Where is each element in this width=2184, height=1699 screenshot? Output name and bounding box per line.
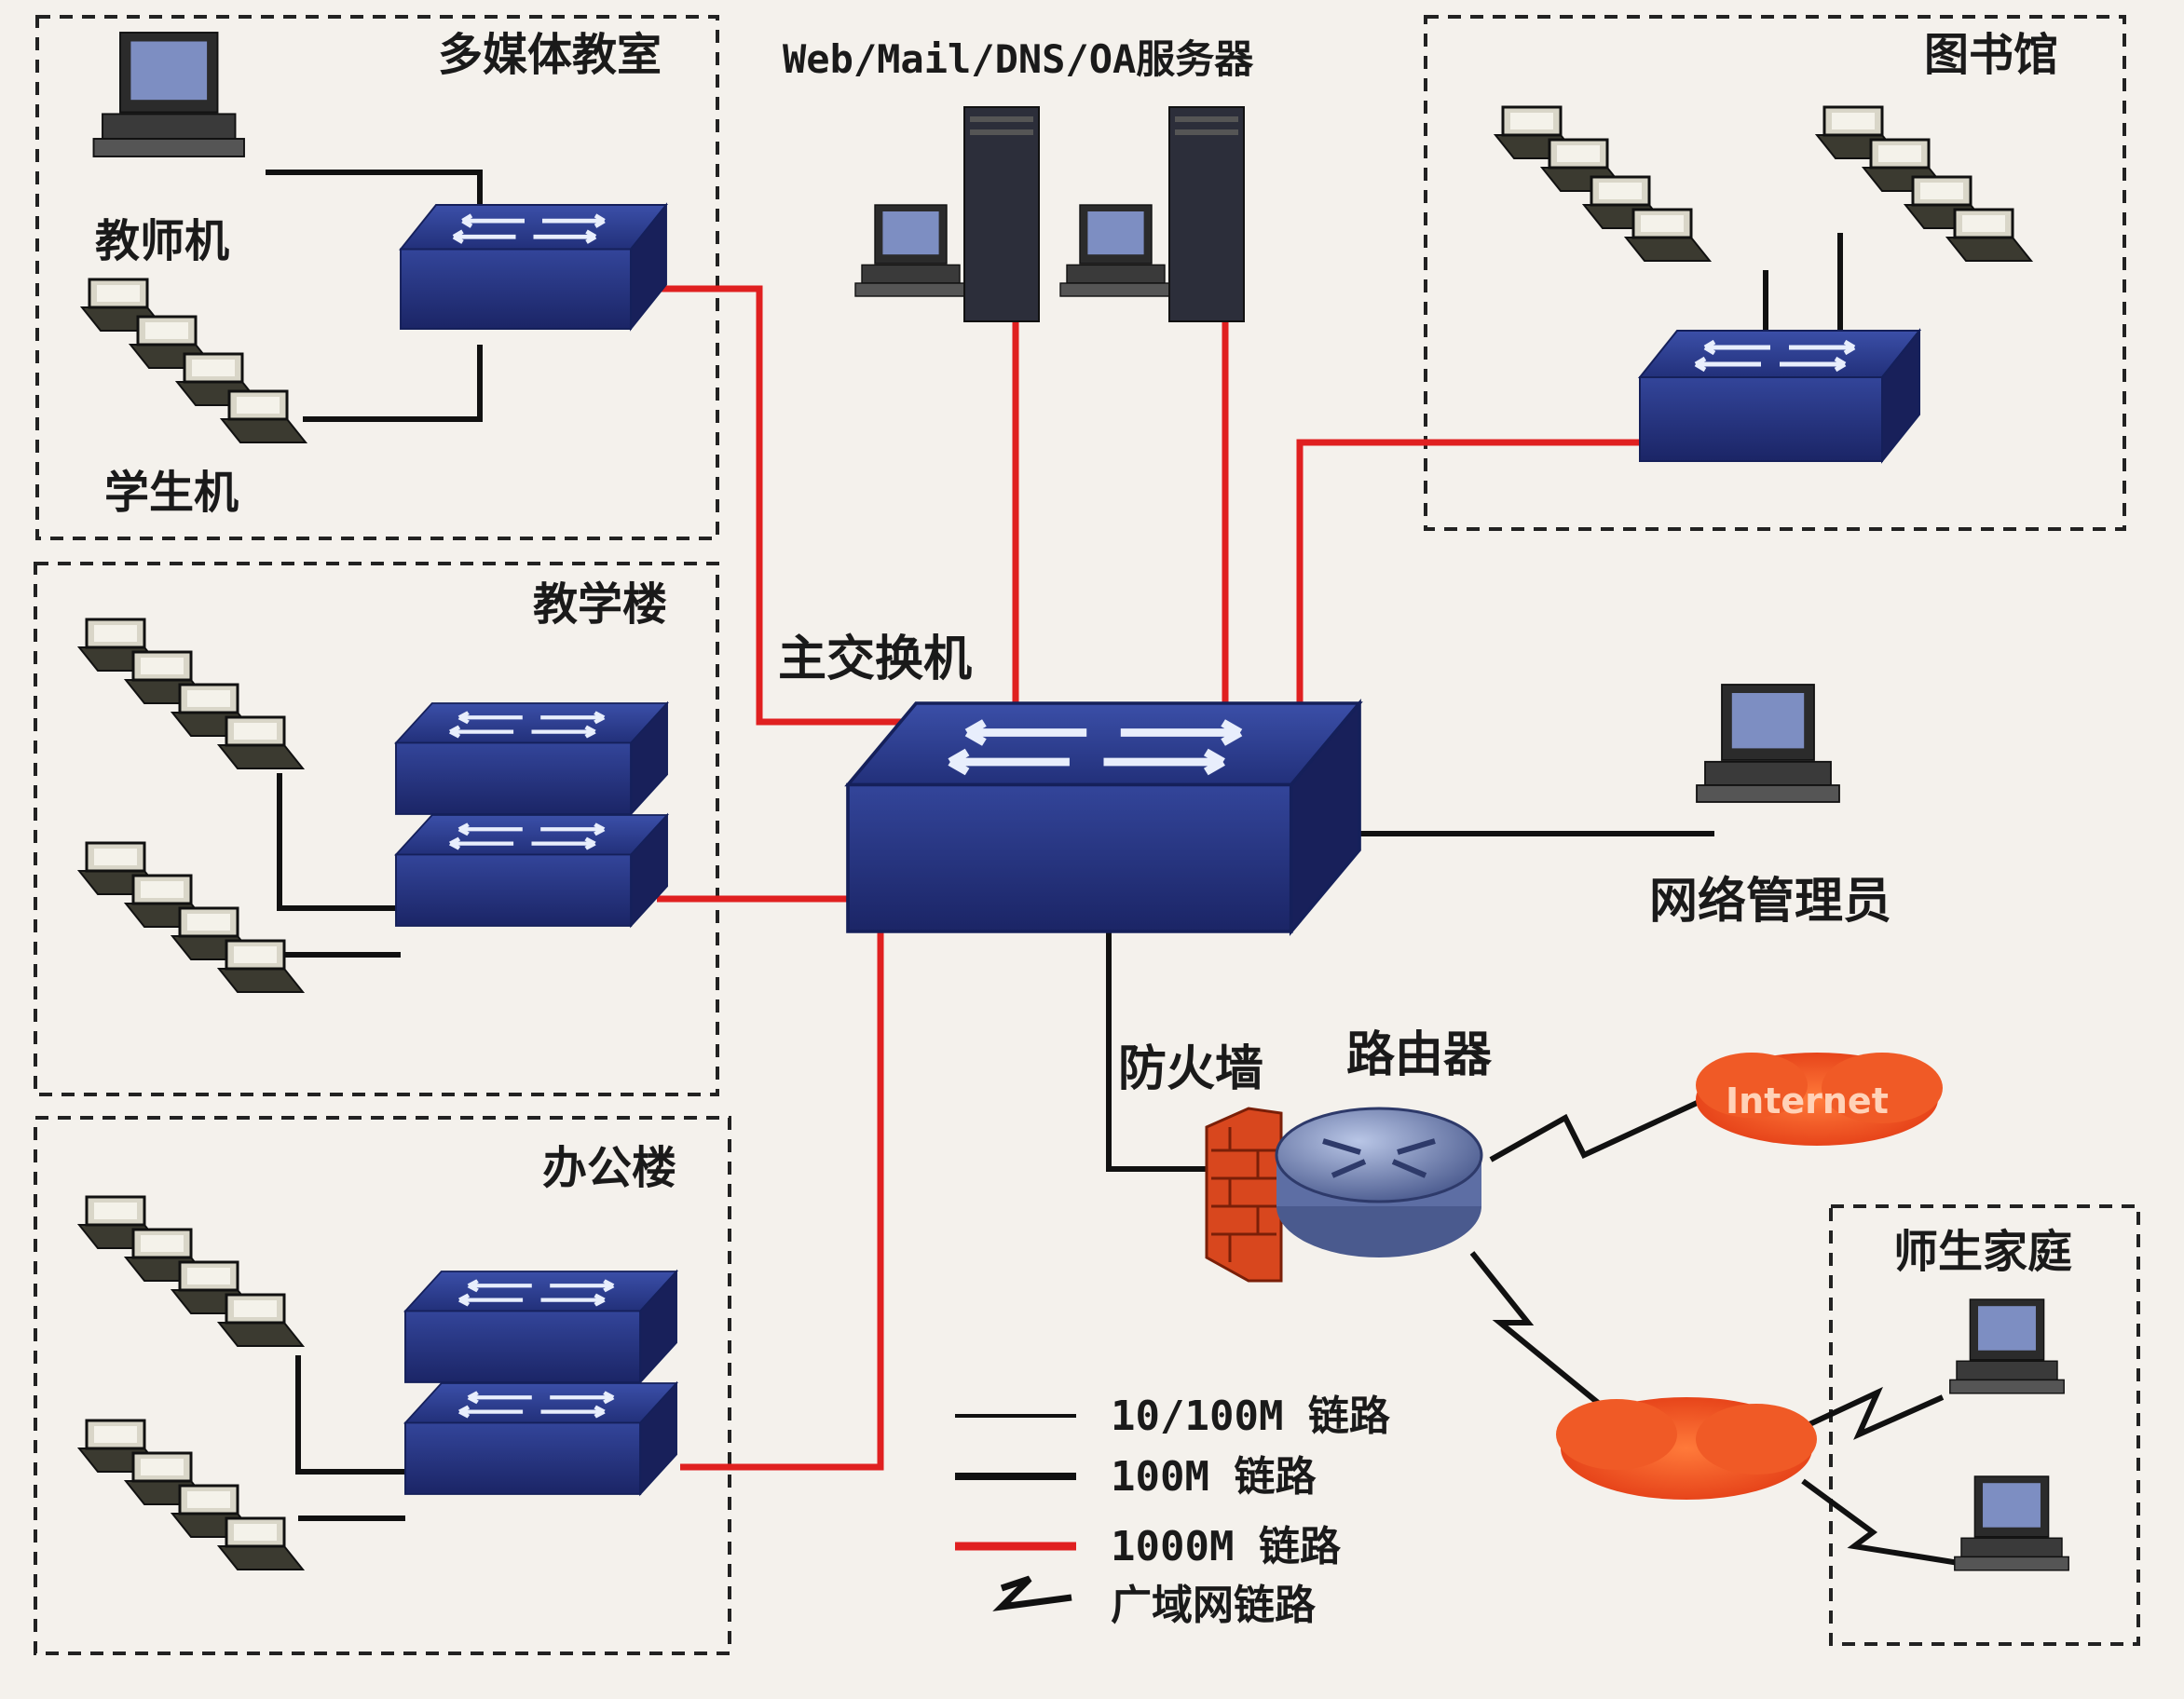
router-icon — [1275, 1107, 1483, 1257]
legend-label-1000m: 1000M 链路 — [1111, 1523, 1342, 1570]
library-pc-stack-icon-1 — [1494, 105, 1712, 263]
server-pc-icon-2 — [1059, 204, 1172, 297]
server-tower-icon-2 — [1168, 106, 1245, 322]
office-switch-icon-upper — [405, 1271, 676, 1382]
main-switch-label: 主交换机 — [778, 632, 972, 687]
teaching-pc-stack-icon-2 — [77, 841, 305, 994]
home-pc-icon-1 — [1949, 1298, 2065, 1394]
wan-cloud-icon — [1556, 1397, 1817, 1500]
teaching-switch-icon-upper — [396, 703, 667, 814]
zone-home — [1829, 1204, 2140, 1646]
library-pc-stack-icon-2 — [1815, 105, 2033, 263]
home-pc-icon-2 — [1954, 1475, 2069, 1571]
teaching-pc-stack-icon-1 — [77, 618, 305, 770]
zone-multimedia-title: 多媒体教室 — [438, 29, 662, 81]
teacher-pc-label: 教师机 — [95, 215, 229, 267]
zone-home-title: 师生家庭 — [1893, 1226, 2072, 1278]
student-pc-stack-icon — [80, 278, 307, 444]
office-pc-stack-icon-1 — [77, 1195, 305, 1348]
zone-multimedia — [35, 15, 719, 540]
internet-cloud-icon — [1696, 1053, 1943, 1146]
main-switch-icon — [848, 703, 1359, 931]
legend: 10/100M 链路 100M 链路 1000M 链路 广域网链路 — [955, 1393, 1391, 1629]
firewall-label: 防火墙 — [1118, 1041, 1263, 1097]
legend-label-10-100m: 10/100M 链路 — [1111, 1393, 1391, 1440]
zone-library-title: 图书馆 — [1924, 29, 2058, 81]
server-pc-icon-1 — [854, 204, 967, 297]
office-switch-icon-lower — [405, 1383, 676, 1494]
office-pc-stack-icon-2 — [77, 1419, 305, 1571]
net-admin-pc-icon — [1696, 684, 1840, 803]
servers-label: Web/Mail/DNS/OA服务器 — [783, 36, 1254, 82]
student-pc-label: 学生机 — [104, 467, 239, 519]
legend-line-wan — [992, 1575, 1072, 1611]
zone-teaching — [34, 562, 719, 1096]
links-wan — [1469, 1096, 1972, 1568]
zone-teaching-title: 教学楼 — [533, 578, 667, 631]
legend-label-wan: 广域网链路 — [1111, 1582, 1317, 1629]
router-label: 路由器 — [1346, 1027, 1493, 1083]
legend-label-100m: 100M 链路 — [1111, 1453, 1317, 1501]
net-admin-label: 网络管理员 — [1649, 874, 1891, 930]
firewall-icon — [1205, 1107, 1283, 1283]
zone-office-title: 办公楼 — [542, 1142, 676, 1194]
links-1000m — [657, 285, 1640, 1471]
server-tower-icon-1 — [963, 106, 1040, 322]
links-100m — [266, 170, 1843, 1521]
teacher-pc-icon — [92, 32, 245, 157]
zone-office — [34, 1116, 731, 1655]
teaching-switch-icon-lower — [396, 815, 667, 926]
multimedia-switch-icon — [401, 205, 666, 329]
internet-label: Internet — [1726, 1081, 1889, 1121]
library-switch-icon — [1640, 331, 1919, 461]
